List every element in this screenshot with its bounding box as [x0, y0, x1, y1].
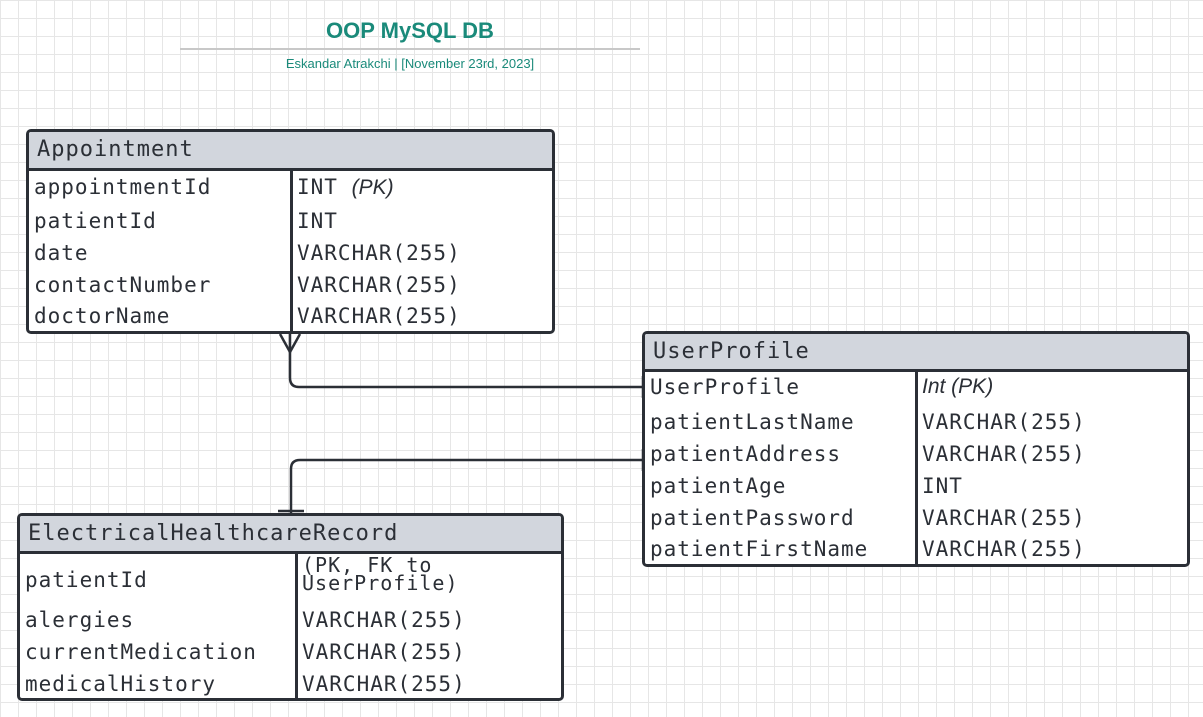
field-type: VARCHAR(255)	[922, 506, 1086, 530]
entity-appointment-header: Appointment	[29, 132, 552, 171]
column-divider	[295, 554, 298, 698]
field-type: VARCHAR(255)	[922, 442, 1086, 466]
field-name: patientLastName	[650, 410, 855, 434]
field-type: VARCHAR(255)	[297, 241, 461, 265]
column-divider	[290, 171, 293, 331]
title-divider	[180, 48, 640, 50]
crowsfoot-many-appointment	[278, 333, 302, 355]
field-name: patientId	[25, 568, 148, 592]
field-name: patientAge	[650, 474, 787, 498]
field-type: VARCHAR(255)	[297, 273, 461, 297]
field-name: appointmentId	[34, 175, 212, 199]
field-name: currentMedication	[25, 640, 257, 664]
field-type-line1: (PK, FK to	[302, 553, 433, 577]
diagram-subtitle: Eskandar Atrakchi | [November 23rd, 2023…	[285, 56, 535, 71]
field-name: date	[34, 241, 89, 265]
connector-appointment-userprofile	[288, 332, 643, 389]
field-type: VARCHAR(255)	[297, 304, 461, 328]
field-name: medicalHistory	[25, 672, 217, 696]
field-type: VARCHAR(255)	[922, 537, 1086, 561]
field-name: UserProfile	[650, 375, 801, 399]
entity-ehr-header: ElectricalHealthcareRecord	[20, 516, 561, 554]
entity-userprofile-header: UserProfile	[645, 334, 1187, 372]
field-type-line2: UserProfile)	[302, 571, 459, 595]
column-divider	[915, 372, 918, 564]
field-name: patientPassword	[650, 506, 855, 530]
field-type: INT	[297, 209, 338, 233]
pk-note: (PK)	[351, 176, 394, 199]
connector-ehr-userprofile	[289, 458, 643, 514]
field-name: patientId	[34, 209, 157, 233]
field-name: alergies	[25, 608, 135, 632]
field-type: VARCHAR(255)	[302, 608, 466, 632]
diagram-title: OOP MySQL DB	[326, 18, 494, 43]
field-type: Int (PK)	[922, 375, 994, 398]
entity-userprofile[interactable]: UserProfile UserProfile Int (PK) patient…	[642, 331, 1190, 567]
entity-electrical-healthcare-record[interactable]: ElectricalHealthcareRecord patientId (PK…	[17, 513, 564, 701]
field-name: patientFirstName	[650, 537, 869, 561]
field-name: patientAddress	[650, 442, 842, 466]
field-type: VARCHAR(255)	[302, 640, 466, 664]
field-name: doctorName	[34, 304, 171, 328]
table-row: patientId (PK, FK to UserProfile)	[20, 553, 561, 608]
field-type: INT (PK)	[297, 175, 394, 199]
field-type: VARCHAR(255)	[922, 410, 1086, 434]
field-name: contactNumber	[34, 273, 212, 297]
entity-appointment[interactable]: Appointment appointmentId INT (PK) patie…	[26, 129, 555, 334]
field-type: VARCHAR(255)	[302, 672, 466, 696]
field-type: INT	[922, 474, 963, 498]
